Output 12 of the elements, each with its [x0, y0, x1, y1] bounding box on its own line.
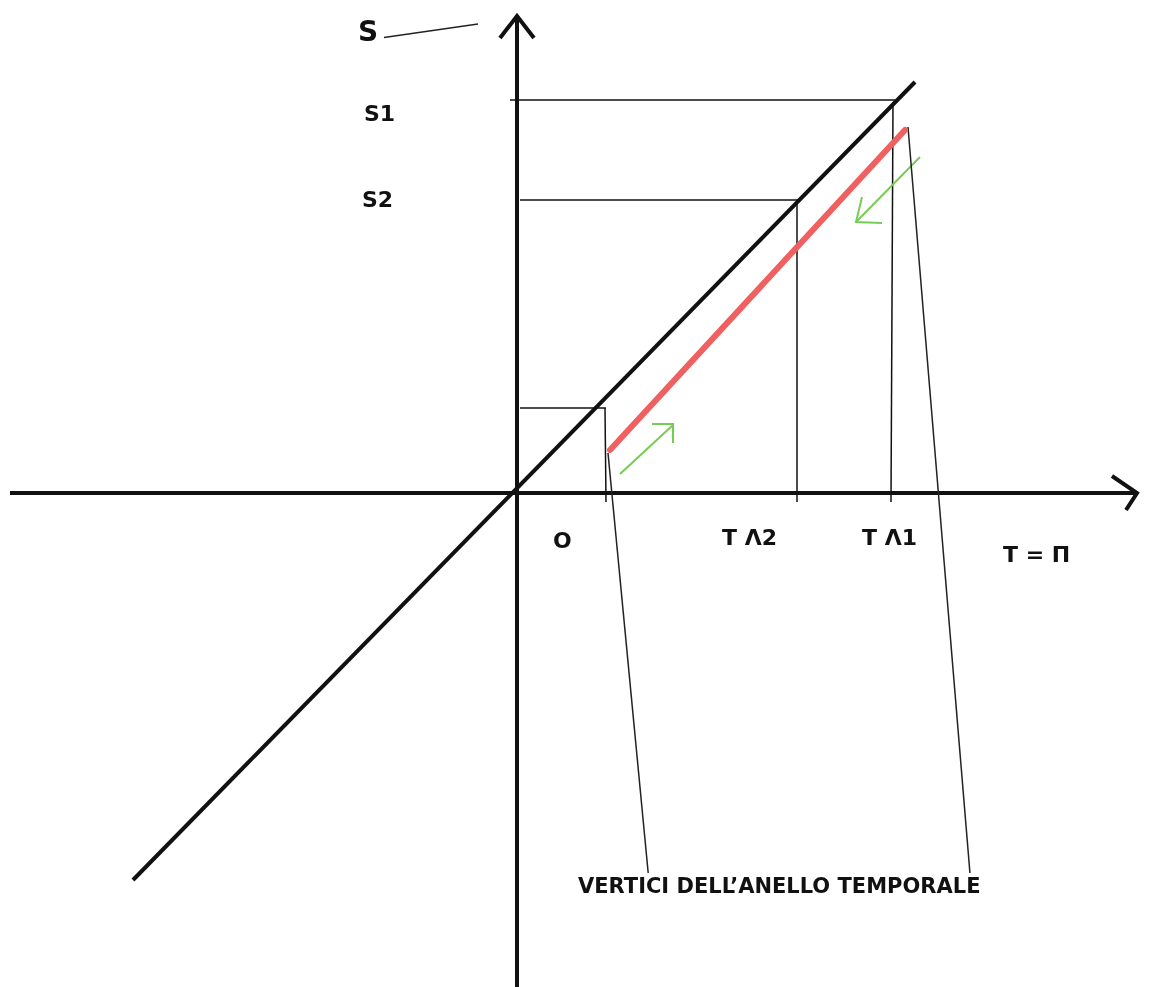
tick-label: T Λ1	[862, 527, 917, 549]
note-text: VERTICI DELL’ANELLO TEMPORALE	[578, 876, 1163, 904]
tick-label: S2	[362, 189, 394, 211]
leader-line	[607, 452, 649, 874]
axis-label: S	[358, 18, 384, 44]
tick-label: T Λ2	[722, 527, 777, 549]
origin-label: O	[553, 530, 572, 552]
time-loop-segment	[608, 127, 908, 453]
leader-line	[383, 23, 479, 39]
leader-line	[907, 126, 971, 874]
tick-label: S1	[364, 103, 396, 125]
axis-label: T = Π	[1003, 544, 1071, 566]
